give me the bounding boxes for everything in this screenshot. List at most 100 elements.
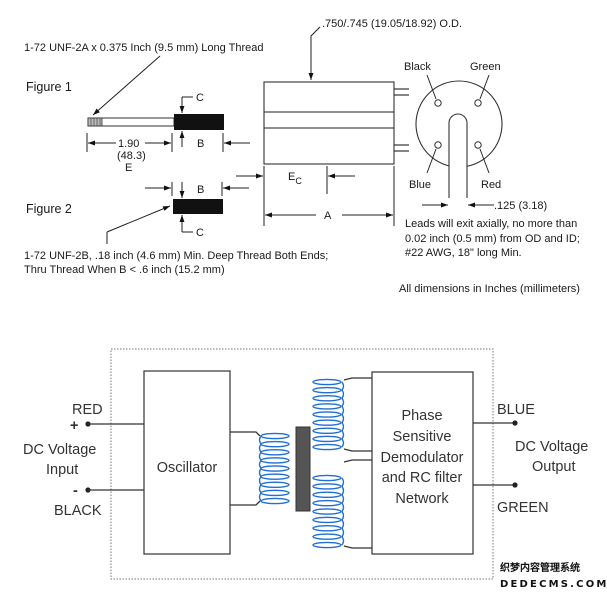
coil-turn <box>312 483 342 490</box>
lead-label-red: Red <box>481 179 501 191</box>
output-blue-terminal <box>512 420 518 426</box>
primary-coil <box>258 432 290 505</box>
coil-turn <box>312 419 342 426</box>
coil-turn <box>312 386 342 394</box>
coil-link <box>341 477 345 487</box>
demod-line-4: and RC filter <box>382 470 463 486</box>
coil-turn <box>312 491 342 499</box>
core-body <box>174 114 224 130</box>
dim-a-label: A <box>324 210 332 222</box>
secondary-coil-2 <box>312 474 345 549</box>
secondary2-wire-top <box>343 459 372 463</box>
demod-line-2: Sensitive <box>393 429 452 445</box>
mechanical-drawing: 1-72 UNF-2A x 0.375 Inch (9.5 mm) Long T… <box>24 18 580 295</box>
ferromagnetic-core <box>295 426 311 512</box>
coil-turn <box>260 457 290 464</box>
schematic: RED + DC Voltage Input - BLACK Oscillato… <box>23 348 588 580</box>
output-label-1: DC Voltage <box>515 439 588 455</box>
watermark: 织梦内容管理系统 DEDECMS.COM <box>496 559 607 594</box>
coil-link <box>341 397 345 407</box>
coil-link <box>341 519 345 529</box>
primary-wire-top <box>230 431 261 437</box>
output-green-label: GREEN <box>497 500 549 516</box>
coil-link <box>341 414 345 424</box>
bore-dim: .125 (3.18) <box>494 200 547 212</box>
coil-turn <box>312 411 342 418</box>
secondary1-wire-top <box>343 377 372 381</box>
coil-link <box>341 536 345 546</box>
lead-label-green: Green <box>470 61 501 73</box>
lead-hole-black <box>434 99 442 107</box>
demod-line-3: Demodulator <box>380 450 463 466</box>
output-blue-label: BLUE <box>497 402 535 418</box>
coil-link <box>341 422 345 432</box>
input-red-label: RED <box>72 402 103 418</box>
coil-link <box>341 389 345 399</box>
threaded-end <box>87 117 103 127</box>
leads-note-1: Leads will exit axially, no more than <box>405 218 577 230</box>
input-black-label: BLACK <box>54 503 102 519</box>
coil-turn <box>312 541 342 549</box>
oscillator-label: Oscillator <box>157 460 218 476</box>
dim-ec-label: EC <box>288 171 302 186</box>
coil-link <box>341 405 345 415</box>
coil-turn <box>312 524 342 532</box>
figure1-core <box>87 114 224 130</box>
primary-wire-bottom <box>230 500 261 506</box>
thread-note-top: 1-72 UNF-2A x 0.375 Inch (9.5 mm) Long T… <box>24 42 263 54</box>
coil-turn <box>312 403 342 410</box>
figure2-label: Figure 2 <box>26 202 72 216</box>
lead-hole-blue <box>434 141 442 149</box>
coil-link <box>341 502 345 512</box>
lead-label-black: Black <box>404 61 431 73</box>
transducer-body <box>263 81 409 165</box>
dim-c-fig2: C <box>196 227 204 239</box>
coil-turn <box>312 516 342 524</box>
dim-e-label: E <box>125 162 132 174</box>
watermark-line2: DEDECMS.COM <box>500 579 607 590</box>
thread-leader-arrow <box>92 55 161 116</box>
coil-link <box>258 476 262 486</box>
coil-turn <box>312 474 342 482</box>
coil-link <box>341 527 345 538</box>
dim-e-value: 1.90 <box>118 138 139 150</box>
coil-link <box>258 443 262 453</box>
output-green-terminal <box>512 482 518 488</box>
units-note: All dimensions in Inches (millimeters) <box>399 283 580 295</box>
thread-note-bottom-2: Thru Thread When B < .6 inch (15.2 mm) <box>24 264 225 276</box>
end-view <box>415 74 503 198</box>
coil-turn <box>260 489 290 497</box>
input-label-2: Input <box>46 462 78 478</box>
coil-turn <box>312 508 342 515</box>
lead-label-blue: Blue <box>409 179 431 191</box>
od-note: .750/.745 (19.05/18.92) O.D. <box>322 18 462 30</box>
coil-turn <box>312 499 342 507</box>
watermark-line1: 织梦内容管理系统 <box>500 561 580 574</box>
dim-e-mm: (48.3) <box>117 150 146 162</box>
coil-turn <box>312 533 342 540</box>
coil-turn <box>312 443 342 451</box>
coil-turn <box>260 497 290 505</box>
demodulator-block <box>371 371 474 555</box>
leads-note-2: 0.02 inch (0.5 mm) from OD and ID; <box>405 233 580 245</box>
lead-hole-red <box>474 141 482 149</box>
coil-link <box>258 468 262 478</box>
coil-link <box>341 511 345 521</box>
secondary2-wire-bottom <box>343 545 372 549</box>
coil-link <box>258 492 262 502</box>
lead-hole-green <box>474 99 482 107</box>
coil-link <box>341 381 345 391</box>
input-label-1: DC Voltage <box>23 442 96 458</box>
thread-note-bottom-1: 1-72 UNF-2B, .18 inch (4.6 mm) Min. Deep… <box>24 250 328 262</box>
dim-b-fig1: B <box>197 138 204 150</box>
dim-c-fig1: C <box>196 92 204 104</box>
bore <box>448 113 468 198</box>
coil-link <box>341 494 345 504</box>
dim-b-fig2: B <box>197 184 204 196</box>
input-plus: + <box>70 418 78 434</box>
coil-turn <box>260 440 290 448</box>
demod-line-1: Phase <box>401 408 442 424</box>
coil-link <box>341 430 345 440</box>
coil-link <box>258 435 262 445</box>
